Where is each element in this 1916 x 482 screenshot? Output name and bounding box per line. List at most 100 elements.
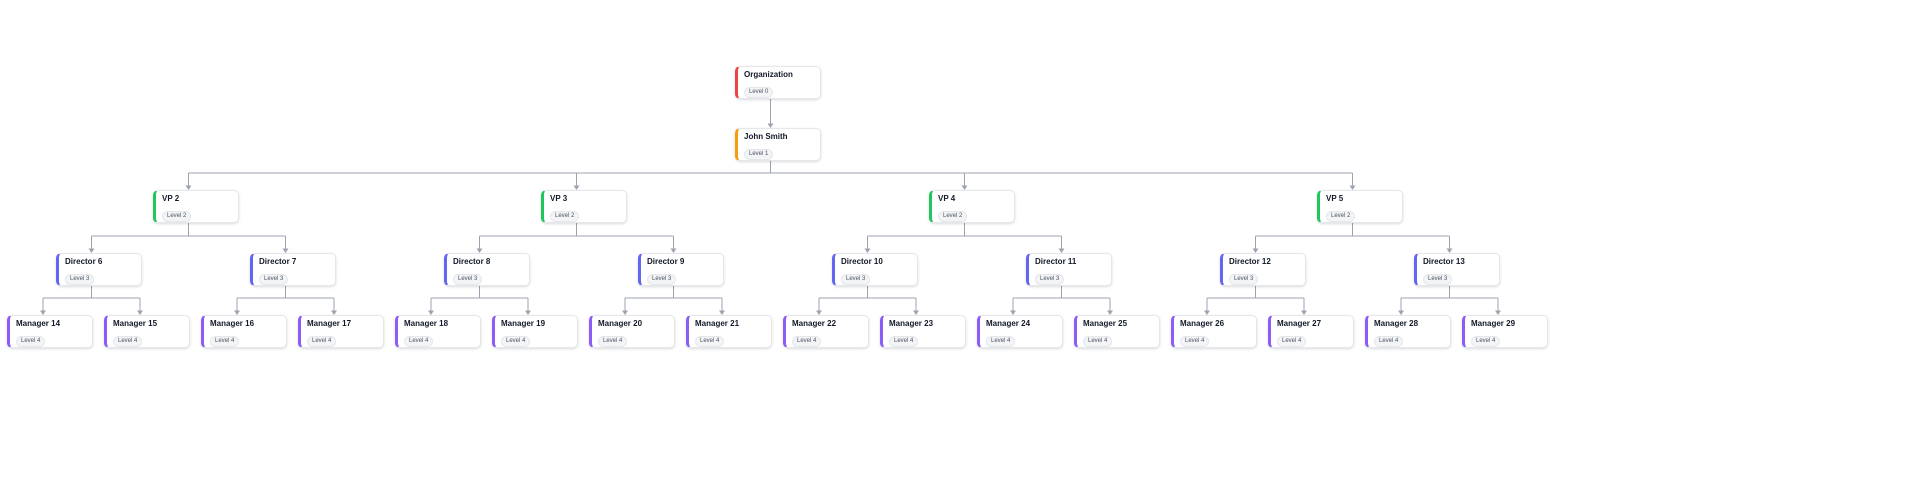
- connector-arrowhead-icon: [40, 310, 46, 315]
- connector-arrowhead-icon: [1398, 310, 1404, 315]
- connector-arrowhead-icon: [1446, 248, 1453, 253]
- node-name-label: Organization: [744, 70, 793, 79]
- node-name-label: Manager 23: [889, 319, 934, 328]
- connector-arrowhead-icon: [1349, 185, 1356, 190]
- connector-arrowhead-icon: [719, 310, 725, 315]
- node-level-badge: Level 4: [16, 335, 46, 347]
- connector-arrowhead-icon: [331, 310, 337, 315]
- org-node-manager-21[interactable]: Manager 21 Level 4: [686, 315, 772, 348]
- connector-arrowhead-icon: [1204, 310, 1210, 315]
- org-node-manager-16[interactable]: Manager 16 Level 4: [201, 315, 287, 348]
- node-name-label: Manager 19: [501, 319, 546, 328]
- connector-arrowhead-icon: [476, 248, 483, 253]
- node-name-label: Manager 29: [1471, 319, 1516, 328]
- node-level-badge: Level 4: [1471, 335, 1501, 347]
- node-name-label: VP 5: [1326, 194, 1344, 203]
- node-level-badge: Level 2: [550, 210, 580, 222]
- node-level-badge: Level 4: [598, 335, 628, 347]
- node-name-label: Manager 27: [1277, 319, 1322, 328]
- connector-arrowhead-icon: [1058, 248, 1065, 253]
- node-level-badge: Level 2: [1326, 210, 1356, 222]
- node-name-label: Manager 21: [695, 319, 740, 328]
- org-node-vp-4[interactable]: VP 4 Level 2: [929, 190, 1015, 223]
- node-name-label: VP 2: [162, 194, 180, 203]
- node-level-badge: Level 2: [938, 210, 968, 222]
- node-level-badge: Level 4: [501, 335, 531, 347]
- node-name-label: Manager 24: [986, 319, 1031, 328]
- connector-arrowhead-icon: [670, 248, 677, 253]
- node-name-label: Director 9: [647, 257, 685, 266]
- node-name-label: Manager 15: [113, 319, 158, 328]
- org-node-vp-3[interactable]: VP 3 Level 2: [541, 190, 627, 223]
- connector-arrowhead-icon: [282, 248, 289, 253]
- node-level-badge: Level 4: [307, 335, 337, 347]
- org-node-manager-23[interactable]: Manager 23 Level 4: [880, 315, 966, 348]
- node-level-badge: Level 3: [65, 273, 95, 285]
- connector-arrowhead-icon: [1010, 310, 1016, 315]
- node-name-label: VP 3: [550, 194, 568, 203]
- connector-arrowhead-icon: [137, 310, 143, 315]
- node-level-badge: Level 4: [889, 335, 919, 347]
- node-name-label: Manager 16: [210, 319, 255, 328]
- connector-arrowhead-icon: [1107, 310, 1113, 315]
- org-node-manager-19[interactable]: Manager 19 Level 4: [492, 315, 578, 348]
- node-level-badge: Level 4: [1083, 335, 1113, 347]
- node-name-label: Manager 18: [404, 319, 449, 328]
- node-level-badge: Level 3: [1423, 273, 1453, 285]
- node-name-label: Director 11: [1035, 257, 1077, 266]
- connector-arrowhead-icon: [816, 310, 822, 315]
- node-level-badge: Level 4: [986, 335, 1016, 347]
- org-node-manager-24[interactable]: Manager 24 Level 4: [977, 315, 1063, 348]
- org-node-director-11[interactable]: Director 11 Level 3: [1026, 253, 1112, 286]
- connector-arrowhead-icon: [88, 248, 95, 253]
- node-name-label: Manager 20: [598, 319, 643, 328]
- node-level-badge: Level 3: [453, 273, 483, 285]
- org-node-director-8[interactable]: Director 8 Level 3: [444, 253, 530, 286]
- connector-arrowhead-icon: [1252, 248, 1259, 253]
- org-node-manager-20[interactable]: Manager 20 Level 4: [589, 315, 675, 348]
- node-name-label: VP 4: [938, 194, 956, 203]
- node-level-badge: Level 4: [210, 335, 240, 347]
- connector-arrowhead-icon: [185, 185, 192, 190]
- connector-arrowhead-icon: [913, 310, 919, 315]
- connector-arrowhead-icon: [525, 310, 531, 315]
- connector-arrowhead-icon: [864, 248, 871, 253]
- node-level-badge: Level 3: [841, 273, 871, 285]
- node-level-badge: Level 0: [744, 86, 774, 98]
- node-name-label: Director 8: [453, 257, 491, 266]
- org-node-vp-5[interactable]: VP 5 Level 2: [1317, 190, 1403, 223]
- node-level-badge: Level 3: [1229, 273, 1259, 285]
- node-level-badge: Level 3: [1035, 273, 1065, 285]
- node-level-badge: Level 4: [404, 335, 434, 347]
- node-level-badge: Level 4: [1374, 335, 1404, 347]
- connector-arrowhead-icon: [234, 310, 240, 315]
- org-node-manager-18[interactable]: Manager 18 Level 4: [395, 315, 481, 348]
- org-node-vp-2[interactable]: VP 2 Level 2: [153, 190, 239, 223]
- node-level-badge: Level 4: [792, 335, 822, 347]
- org-node-director-10[interactable]: Director 10 Level 3: [832, 253, 918, 286]
- connector-arrowhead-icon: [961, 185, 968, 190]
- org-node-director-6[interactable]: Director 6 Level 3: [56, 253, 142, 286]
- org-node-manager-29[interactable]: Manager 29 Level 4: [1462, 315, 1548, 348]
- node-name-label: Director 6: [65, 257, 103, 266]
- node-level-badge: Level 2: [162, 210, 192, 222]
- node-name-label: Director 10: [841, 257, 883, 266]
- node-level-badge: Level 4: [695, 335, 725, 347]
- connector-arrowhead-icon: [1495, 310, 1501, 315]
